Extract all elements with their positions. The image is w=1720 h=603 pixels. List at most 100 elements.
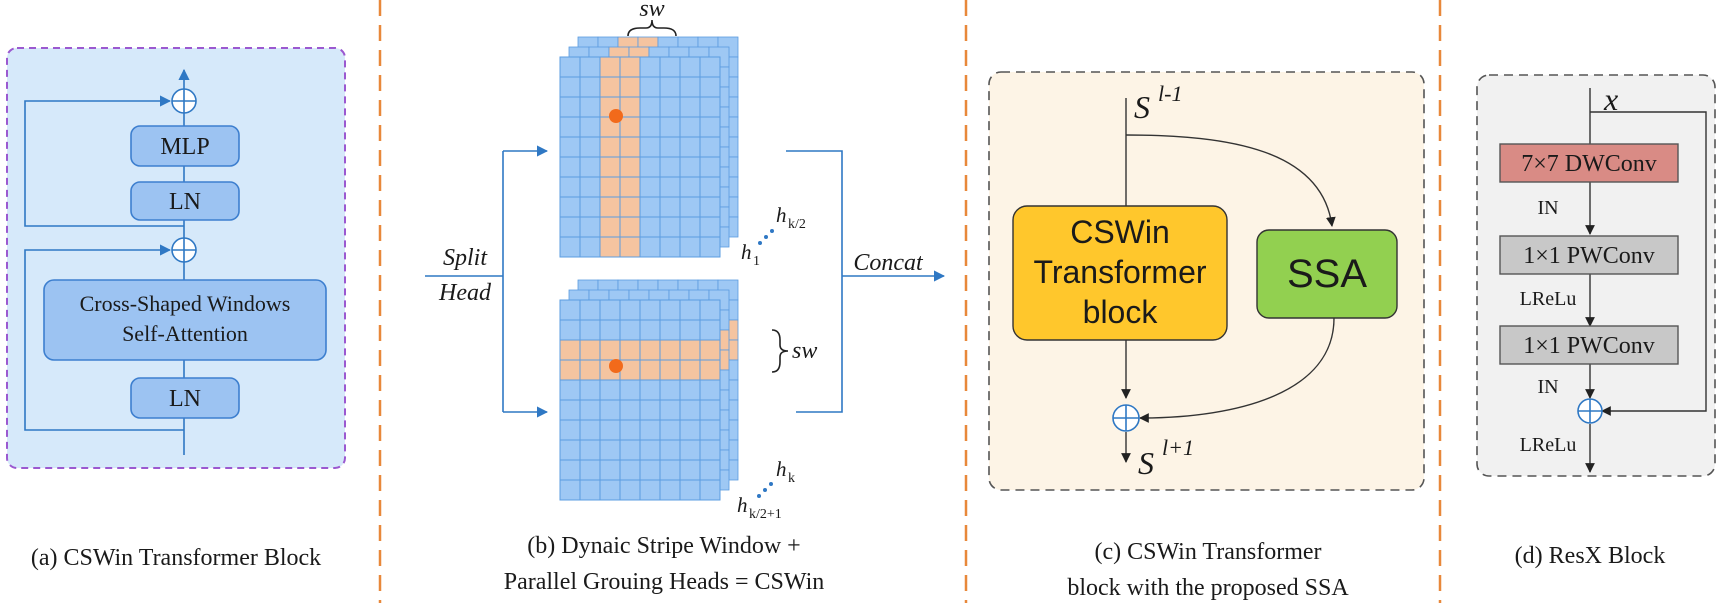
cube-front-cell [559, 459, 581, 481]
cube-front-cell [599, 379, 621, 401]
cube-front-cell [579, 236, 601, 258]
cube-front-cell [659, 156, 681, 178]
cube-front-cell [619, 76, 641, 98]
d-dwconv-label: 7×7 DWConv [1521, 151, 1657, 177]
cube-front-cell [699, 116, 721, 138]
cube-front-cell [559, 359, 581, 381]
cube-front-cell [619, 399, 641, 421]
cube-front-cell [599, 419, 621, 441]
cube-front-cell [679, 76, 701, 98]
cube-front-cell [599, 56, 621, 78]
cube-front-cell [619, 359, 641, 381]
cube-front-cell [679, 479, 701, 501]
cube-front-cell [679, 319, 701, 341]
cube-front-cell [559, 76, 581, 98]
cube-front-cell [659, 359, 681, 381]
a-attention-box [43, 279, 327, 361]
cube-front-cell [559, 339, 581, 361]
cube-front-cell [619, 96, 641, 118]
cube-front-cell [679, 216, 701, 238]
c-cswin-label-1: CSWin [1070, 214, 1170, 250]
cube-front-cell [639, 176, 661, 198]
cube-front-cell [679, 196, 701, 218]
cube-front-cell [579, 136, 601, 158]
cube-front-cell [579, 299, 601, 321]
cube-front-cell [559, 196, 581, 218]
c-output-base: S [1138, 445, 1154, 481]
cube-front-cell [599, 459, 621, 481]
head-label-hk21: h k/2+1 [737, 493, 782, 522]
cube-front-cell [619, 56, 641, 78]
cube-front-cell [619, 459, 641, 481]
c-ssa-to-add [1139, 317, 1335, 423]
head-label: Head [438, 280, 492, 306]
cube-front-cell [659, 56, 681, 78]
c-add-node [1112, 404, 1140, 432]
panel-d-resx-block: x 7×7 DWConv IN 1×1 PWConv LReLu 1×1 PWC… [1476, 74, 1716, 569]
cube-front-cell [699, 419, 721, 441]
c-ssa-branch [1125, 134, 1336, 227]
cube-front-cell [679, 419, 701, 441]
cube-front-cell [639, 96, 661, 118]
cube-front-cell [579, 76, 601, 98]
cube-front-cell [699, 56, 721, 78]
cube-front-cell [679, 96, 701, 118]
c-cswin-block [1012, 205, 1228, 341]
cube-front-cell [619, 439, 641, 461]
cube-front-cell [659, 76, 681, 98]
cube-front-cell [679, 176, 701, 198]
cube-front-cell [639, 319, 661, 341]
cube-front-cell [559, 399, 581, 421]
cube-front-cell [579, 116, 601, 138]
c-cswin-label-2: Transformer [1033, 254, 1206, 290]
cube-front-cell [579, 156, 601, 178]
sw-brace-top [627, 19, 677, 37]
cube-front-cell [599, 439, 621, 461]
d-pwconv1-label: 1×1 PWConv [1523, 243, 1655, 269]
cube-front-cell [679, 439, 701, 461]
cube-front-cell [679, 236, 701, 258]
d-caption: (d) ResX Block [1515, 543, 1666, 569]
cube-front-cell [699, 236, 721, 258]
c-input-label: S l-1 [1134, 81, 1182, 125]
cube-front-cell [659, 136, 681, 158]
cube-front-cell [579, 319, 601, 341]
d-add-node [1577, 398, 1603, 424]
d-act1-label: LReLu [1520, 288, 1577, 310]
cube-front-cell [679, 299, 701, 321]
cube-front-cell [559, 379, 581, 401]
cube-front-cell [599, 216, 621, 238]
cube-front-cell [679, 379, 701, 401]
cube-front-cell [599, 156, 621, 178]
cube-front-cell [559, 116, 581, 138]
cube-front-cell [579, 419, 601, 441]
cube-front-cell [659, 479, 681, 501]
cube-front-cell [639, 196, 661, 218]
cube-front-cell [639, 359, 661, 381]
cube-front-cell [559, 419, 581, 441]
cube-front-cell [619, 116, 641, 138]
a-add-node-middle [171, 237, 197, 263]
cube-front-cell [699, 359, 721, 381]
ellipsis-dots-top [758, 229, 774, 245]
cube-front-cell [659, 339, 681, 361]
cube-front-cell [699, 156, 721, 178]
cube-front-cell [699, 136, 721, 158]
cube-front-cell [679, 116, 701, 138]
cube-vertical-stripe [559, 36, 739, 258]
cube-front-cell [579, 216, 601, 238]
cube-front-cell [659, 116, 681, 138]
cube-front-cell [659, 96, 681, 118]
cube-front-cell [599, 299, 621, 321]
cube-front-cell [699, 379, 721, 401]
c-output-label: S l+1 [1138, 435, 1194, 481]
cube-front-cell [559, 156, 581, 178]
cube-front-cell [579, 339, 601, 361]
cube-front-cell [679, 56, 701, 78]
cube-front-cell [559, 136, 581, 158]
panel-c-cswin-ssa: CSWin Transformer block SSA S l-1 S l+1 … [988, 71, 1425, 601]
cube-front-cell [619, 196, 641, 218]
cube-front-cell [659, 299, 681, 321]
c-caption-2: block with the proposed SSA [1067, 575, 1349, 601]
cube-front-cell [579, 459, 601, 481]
